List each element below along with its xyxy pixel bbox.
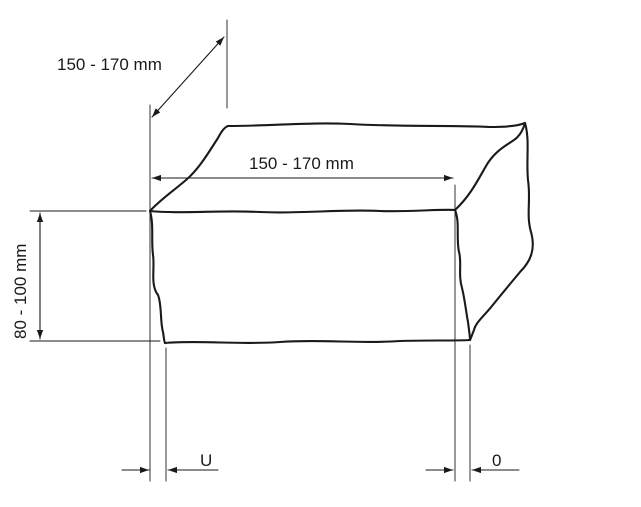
right-tolerance-label: 0: [492, 451, 501, 470]
depth-dimension: 150 - 170 mm: [57, 19, 228, 118]
block-front-right-edge: [453, 208, 472, 342]
block-right-face: [453, 121, 534, 342]
left-tolerance-label: U: [200, 451, 212, 470]
height-dimension: 80 - 100 mm: [11, 210, 161, 342]
block-front-top-edge: [148, 208, 457, 214]
right-tolerance-dimension: 0: [425, 184, 520, 482]
left-tolerance-dimension: U: [121, 104, 219, 482]
width-label: 150 - 170 mm: [249, 154, 354, 173]
block-front-bottom-edge: [163, 338, 472, 345]
depth-dimension-line: [151, 36, 225, 118]
stone-block: [148, 121, 534, 345]
depth-label: 150 - 170 mm: [57, 55, 162, 74]
width-dimension: 150 - 170 mm: [151, 154, 454, 182]
block-front-left-edge: [148, 209, 167, 345]
height-label: 80 - 100 mm: [11, 244, 30, 339]
